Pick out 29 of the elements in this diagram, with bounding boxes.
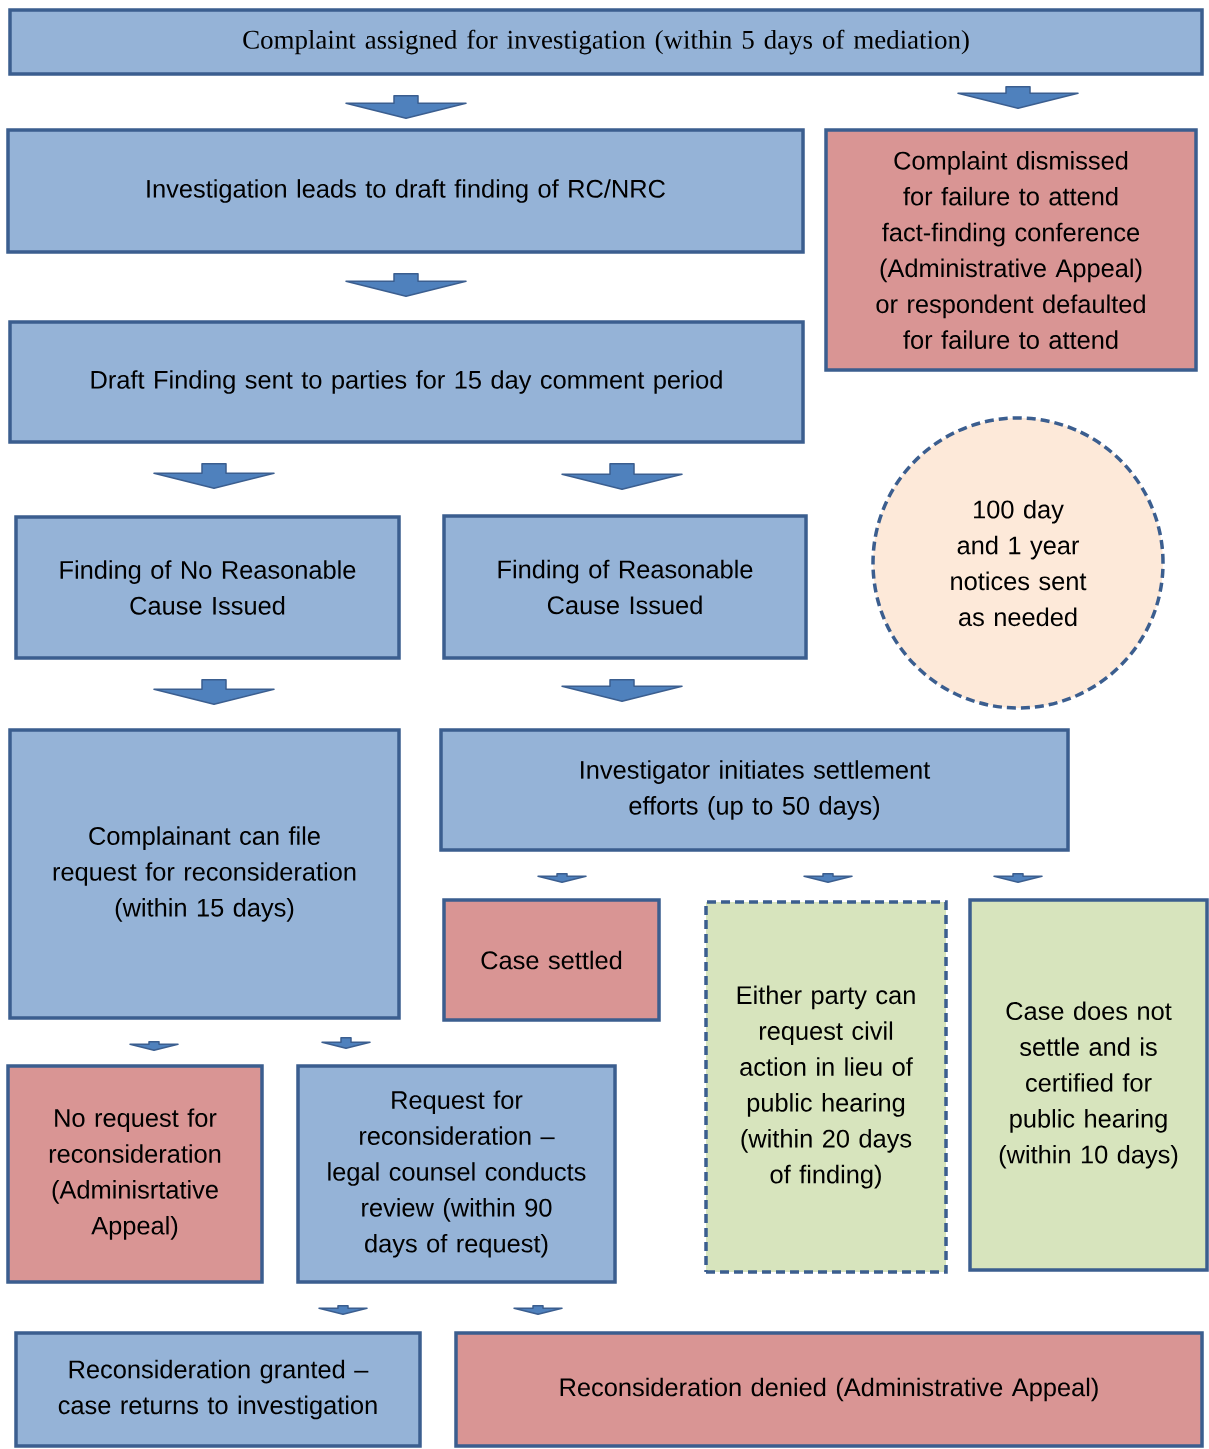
process-box: Investigation leads to draft finding of RC/NRC — [6, 128, 805, 254]
block-arrow — [318, 1305, 368, 1315]
outcome-box: Case does not settle and is certified for public hearing (within 10 days) — [968, 898, 1209, 1272]
process-box: Complaint assigned for investigation (within 5 days of mediation) — [8, 8, 1204, 76]
outcome-box: Complaint dismissed for failure to attend fact-finding conference (Administrative Appeal) or respondent defaulted for failure to attend — [824, 128, 1198, 372]
block-arrow — [345, 95, 467, 119]
block-arrow — [993, 873, 1043, 883]
block-arrow — [561, 463, 683, 490]
process-box: Request for reconsideration – legal counsel conducts review (within 90 days of request) — [296, 1064, 617, 1284]
process-box: Reconsideration granted – case returns to investigation — [14, 1331, 422, 1448]
process-box: Complainant can file request for reconsideration (within 15 days) — [8, 728, 401, 1020]
block-arrow — [153, 463, 275, 489]
process-box: Finding of Reasonable Cause Issued — [442, 514, 808, 660]
block-arrow — [957, 86, 1079, 109]
outcome-box: No request for reconsideration (Adminisrtative Appeal) — [6, 1064, 264, 1284]
block-arrow — [153, 679, 275, 705]
block-arrow — [321, 1037, 371, 1049]
block-arrow — [803, 873, 853, 883]
block-arrow — [513, 1305, 563, 1315]
process-box: Finding of No Reasonable Cause Issued — [14, 515, 401, 660]
block-arrow — [561, 679, 683, 702]
option-box: Either party can request civil action in lieu of public hearing (within 20 days of finding) — [704, 900, 948, 1274]
block-arrow — [129, 1041, 179, 1051]
outcome-box: Case settled — [442, 898, 661, 1022]
block-arrow — [537, 873, 587, 883]
process-box: Draft Finding sent to parties for 15 day comment period — [8, 320, 805, 444]
outcome-box: Reconsideration denied (Administrative Appeal) — [454, 1331, 1204, 1448]
process-box: Investigator initiates settlement efforts (up to 50 days) — [439, 728, 1070, 852]
block-arrow — [345, 273, 467, 297]
